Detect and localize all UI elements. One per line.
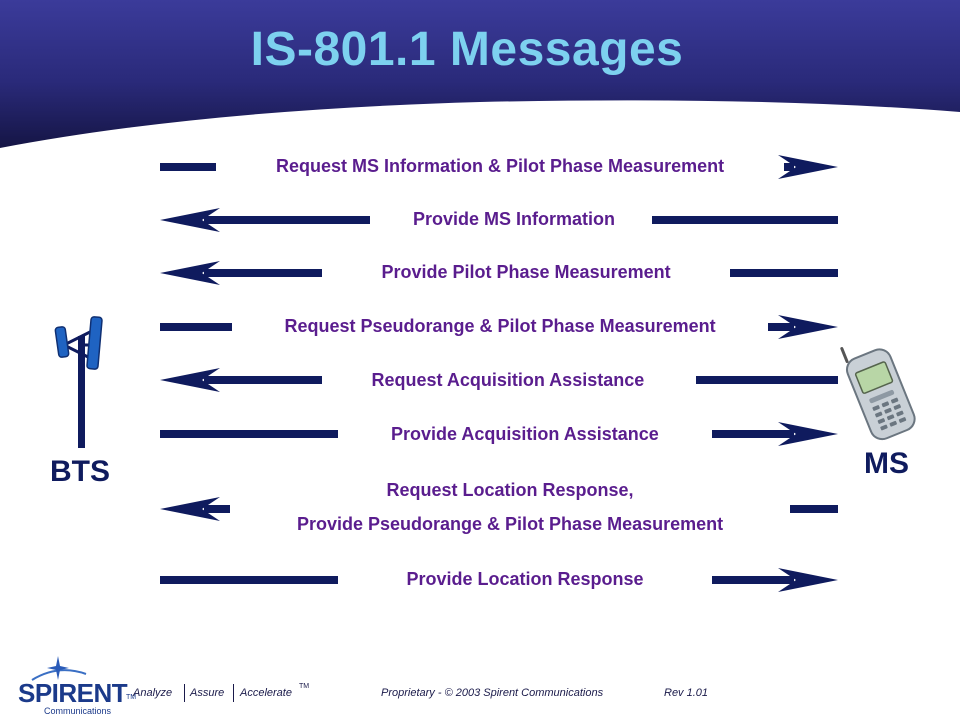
tagline-trademark: TM <box>299 683 310 690</box>
message-label-7a: Request Location Response, <box>386 480 634 500</box>
message-arrow-shaft-8 <box>712 576 794 584</box>
logo-subtitle: Communications <box>44 706 112 716</box>
message-arrow-head-4 <box>778 315 838 339</box>
mobile-phone-icon <box>840 347 916 441</box>
message-arrow-head-7 <box>160 497 220 521</box>
spirent-star-icon <box>31 656 87 681</box>
message-arrow-shaft-3 <box>204 269 322 277</box>
message-arrow-head-1 <box>778 155 838 179</box>
message-arrow-shaft-1 <box>160 163 216 171</box>
tagline-accelerate: Accelerate <box>240 687 292 699</box>
message-arrow-shaft-4 <box>160 323 232 331</box>
message-arrow-shaft-8 <box>160 576 338 584</box>
message-arrow-head-2 <box>160 208 220 232</box>
message-arrow-head-8 <box>778 568 838 592</box>
revision-label: Rev 1.01 <box>664 687 709 699</box>
tagline-separator <box>184 684 185 702</box>
message-arrow-shaft-7 <box>790 505 838 513</box>
logo-trademark: TM <box>126 694 137 701</box>
message-arrow-shaft-5 <box>204 376 322 384</box>
message-label-5: Request Acquisition Assistance <box>371 370 645 390</box>
footer: SPIRENT TM Communications Analyze Assure… <box>0 648 960 720</box>
message-label-7b: Provide Pseudorange & Pilot Phase Measur… <box>297 514 724 534</box>
slide-header: IS-801.1 Messages <box>0 0 960 148</box>
message-label-3: Provide Pilot Phase Measurement <box>381 262 671 282</box>
message-label-6: Provide Acquisition Assistance <box>391 424 659 444</box>
message-arrow-head-3 <box>160 261 220 285</box>
message-arrow-shaft-3 <box>730 269 838 277</box>
message-arrow-shaft-1 <box>784 163 794 171</box>
ms-label: MS <box>864 447 909 480</box>
message-arrow-head-6 <box>778 422 838 446</box>
message-label-1: Request MS Information & Pilot Phase Mea… <box>276 156 725 176</box>
tagline-analyze: Analyze <box>133 687 173 699</box>
proprietary-notice: Proprietary - © 2003 Spirent Communicati… <box>381 687 604 699</box>
message-arrow-shaft-5 <box>696 376 838 384</box>
message-arrow-head-5 <box>160 368 220 392</box>
message-arrow-shaft-4 <box>768 323 794 331</box>
slide-title: IS-801.1 Messages <box>250 23 684 76</box>
message-arrow-shaft-2 <box>652 216 838 224</box>
message-label-2: Provide MS Information <box>413 209 616 229</box>
message-label-8: Provide Location Response <box>406 569 644 589</box>
message-label-4: Request Pseudorange & Pilot Phase Measur… <box>284 316 716 336</box>
message-arrow-shaft-2 <box>204 216 370 224</box>
bts-label: BTS <box>50 455 110 488</box>
spirent-logo: SPIRENT <box>18 678 128 708</box>
cell-tower-icon <box>54 316 103 448</box>
tagline-assure: Assure <box>190 687 225 699</box>
tagline-separator <box>233 684 234 702</box>
message-arrow-shaft-7 <box>204 505 230 513</box>
message-arrow-shaft-6 <box>160 430 338 438</box>
message-arrow-shaft-6 <box>712 430 794 438</box>
